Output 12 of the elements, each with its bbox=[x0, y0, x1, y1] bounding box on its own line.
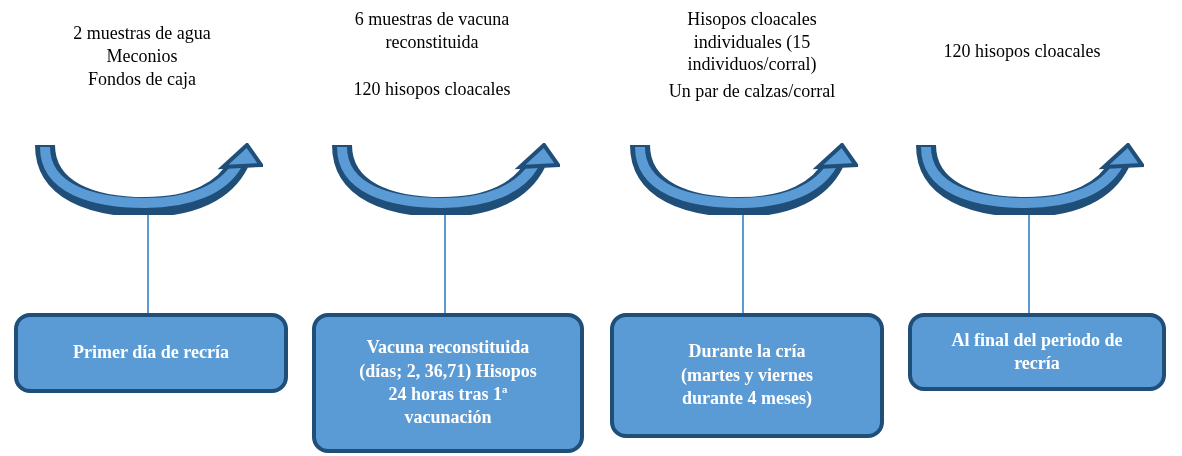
sample-note: Fondos de caja bbox=[87, 68, 197, 91]
sample-note: 6 muestras de vacuna reconstituida bbox=[353, 8, 511, 53]
sample-note: Hisopos cloacales individuales (15 individuos/corral) bbox=[686, 8, 818, 76]
sample-note: Un par de calzas/corral bbox=[667, 80, 837, 103]
sample-note: Meconios bbox=[105, 45, 179, 68]
process-box: Durante la cría (martes y viernes durante 4 meses) bbox=[610, 313, 884, 438]
process-box: Al final del periodo de recría bbox=[908, 313, 1166, 391]
process-box: Primer día de recría bbox=[14, 313, 288, 393]
sample-note: 120 hisopos cloacales bbox=[352, 78, 512, 101]
sample-note: 120 hisopos cloacales bbox=[942, 40, 1102, 63]
process-box: Vacuna reconstituida (días; 2, 36,71) Hisopos 24 horas tras 1ª vacunación bbox=[312, 313, 584, 453]
sample-note: 2 muestras de agua bbox=[72, 22, 212, 45]
